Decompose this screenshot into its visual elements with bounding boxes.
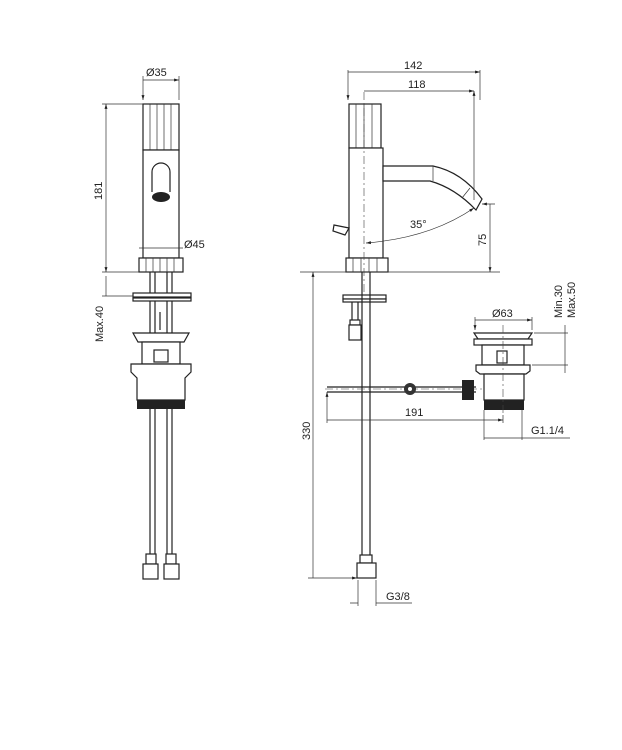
dim-waste-min: Min.30 xyxy=(553,285,565,318)
front-body xyxy=(142,149,180,259)
front-view: Ø35 181 Ø45 Max.40 xyxy=(93,67,205,580)
dim-overall-reach: 142 xyxy=(404,60,422,72)
dim-spout-reach: 118 xyxy=(408,79,426,91)
dim-hose-length: 330 xyxy=(301,422,313,440)
dim-knob-diameter: Ø35 xyxy=(146,67,167,79)
dim-hose-thread: G3/8 xyxy=(386,591,410,603)
dim-max-thickness: Max.40 xyxy=(94,306,106,342)
dim-rod-length: 191 xyxy=(405,407,423,419)
side-knob xyxy=(348,103,382,149)
side-view: 142 118 35° 75 330 G3/8 Ø63 Min.30 Max.5… xyxy=(300,60,578,606)
spout xyxy=(382,165,483,212)
dim-spout-height: 75 xyxy=(477,234,489,246)
dim-waste-max: Max.50 xyxy=(566,282,578,318)
front-base-ring xyxy=(138,257,184,273)
dim-base-diameter: Ø45 xyxy=(184,239,205,251)
front-knob xyxy=(142,103,180,151)
dim-waste-thread: G1.1/4 xyxy=(531,425,564,437)
dim-waste-diameter: Ø63 xyxy=(492,308,513,320)
dim-height: 181 xyxy=(93,182,105,200)
dim-spout-angle: 35° xyxy=(410,219,427,231)
